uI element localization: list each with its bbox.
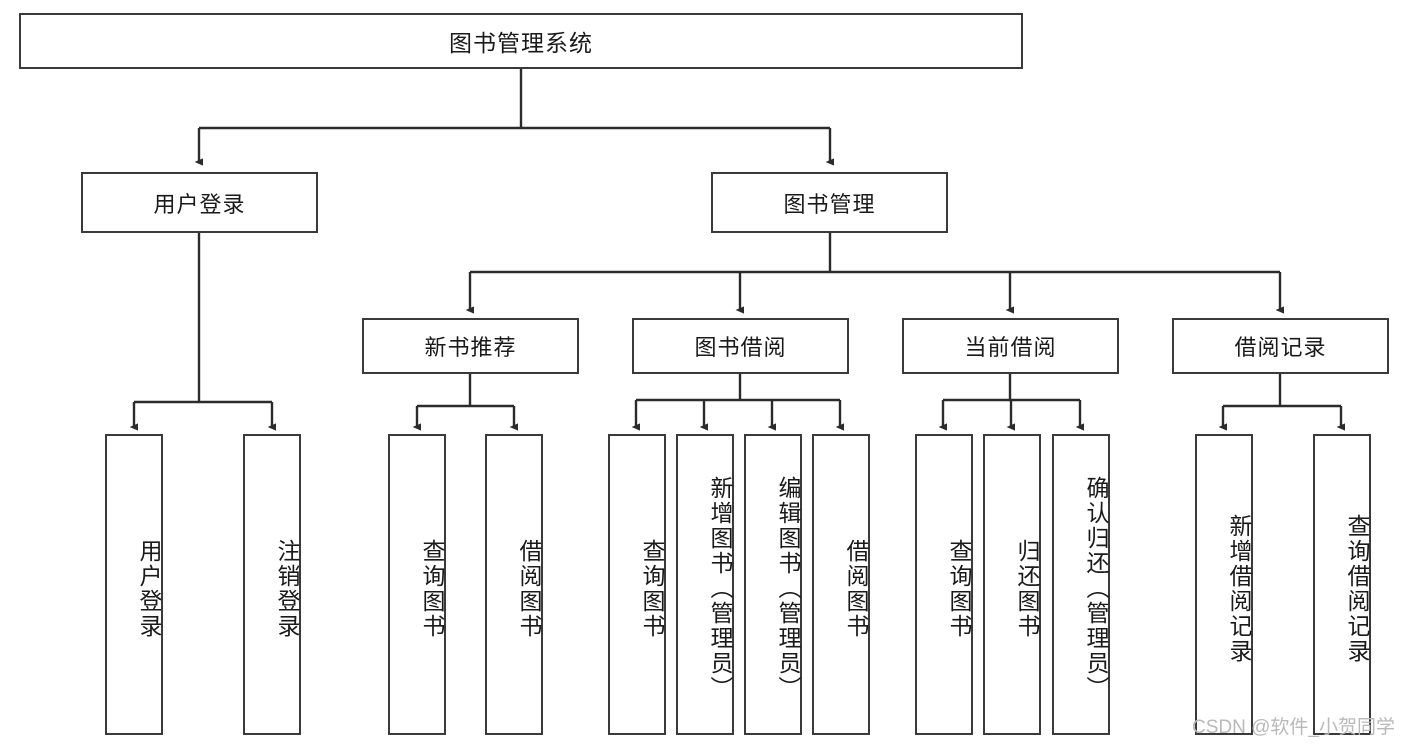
node-label: 借阅图书 xyxy=(843,538,869,639)
node-label: 新增借阅记录 xyxy=(1226,513,1252,664)
node-leaf-user-login[interactable]: 用户登录 xyxy=(105,434,163,735)
node-label: 图书借阅 xyxy=(694,335,787,360)
node-label: 查询借阅记录 xyxy=(1344,513,1370,664)
node-leaf-logout[interactable]: 注销登录 xyxy=(243,434,301,735)
node-label: 编辑图书（管理员） xyxy=(775,476,801,701)
node-label: 新书推荐 xyxy=(424,335,517,360)
node-book-borrow[interactable]: 图书借阅 xyxy=(632,318,849,374)
node-leaf-edit-book[interactable]: 编辑图书（管理员） xyxy=(744,434,802,735)
node-current-borrow[interactable]: 当前借阅 xyxy=(902,318,1119,374)
node-label: 图书管理系统 xyxy=(449,30,593,56)
node-root-system[interactable]: 图书管理系统 xyxy=(19,13,1023,69)
node-leaf-add-record[interactable]: 新增借阅记录 xyxy=(1195,434,1253,735)
node-label: 用户登录 xyxy=(153,191,246,217)
node-label: 借阅图书 xyxy=(516,538,542,639)
node-label: 归还图书 xyxy=(1014,538,1040,639)
node-book-manage[interactable]: 图书管理 xyxy=(711,172,948,233)
node-label: 确认归还（管理员） xyxy=(1083,476,1109,701)
node-borrow-record[interactable]: 借阅记录 xyxy=(1172,318,1389,374)
node-label: 当前借阅 xyxy=(964,335,1057,360)
node-leaf-query-record[interactable]: 查询借阅记录 xyxy=(1313,434,1371,735)
node-leaf-query-book-2[interactable]: 查询图书 xyxy=(608,434,666,735)
node-new-book-recommend[interactable]: 新书推荐 xyxy=(362,318,579,374)
node-leaf-query-book-1[interactable]: 查询图书 xyxy=(388,434,446,735)
node-label: 借阅记录 xyxy=(1234,335,1327,360)
node-leaf-return-book[interactable]: 归还图书 xyxy=(983,434,1041,735)
node-leaf-confirm-return[interactable]: 确认归还（管理员） xyxy=(1052,434,1110,735)
node-label: 查询图书 xyxy=(419,538,445,639)
node-leaf-borrow-book-2[interactable]: 借阅图书 xyxy=(812,434,870,735)
node-label: 注销登录 xyxy=(274,538,300,639)
node-leaf-add-book[interactable]: 新增图书（管理员） xyxy=(676,434,734,735)
node-user-login[interactable]: 用户登录 xyxy=(81,172,318,233)
node-label: 查询图书 xyxy=(639,538,665,639)
node-label: 图书管理 xyxy=(783,191,876,217)
node-label: 用户登录 xyxy=(136,538,162,639)
node-label: 新增图书（管理员） xyxy=(707,476,733,701)
node-leaf-borrow-book-1[interactable]: 借阅图书 xyxy=(485,434,543,735)
node-label: 查询图书 xyxy=(946,538,972,639)
watermark-text: CSDN @软件_小贺同学 xyxy=(1192,717,1395,738)
node-leaf-query-book-3[interactable]: 查询图书 xyxy=(915,434,973,735)
